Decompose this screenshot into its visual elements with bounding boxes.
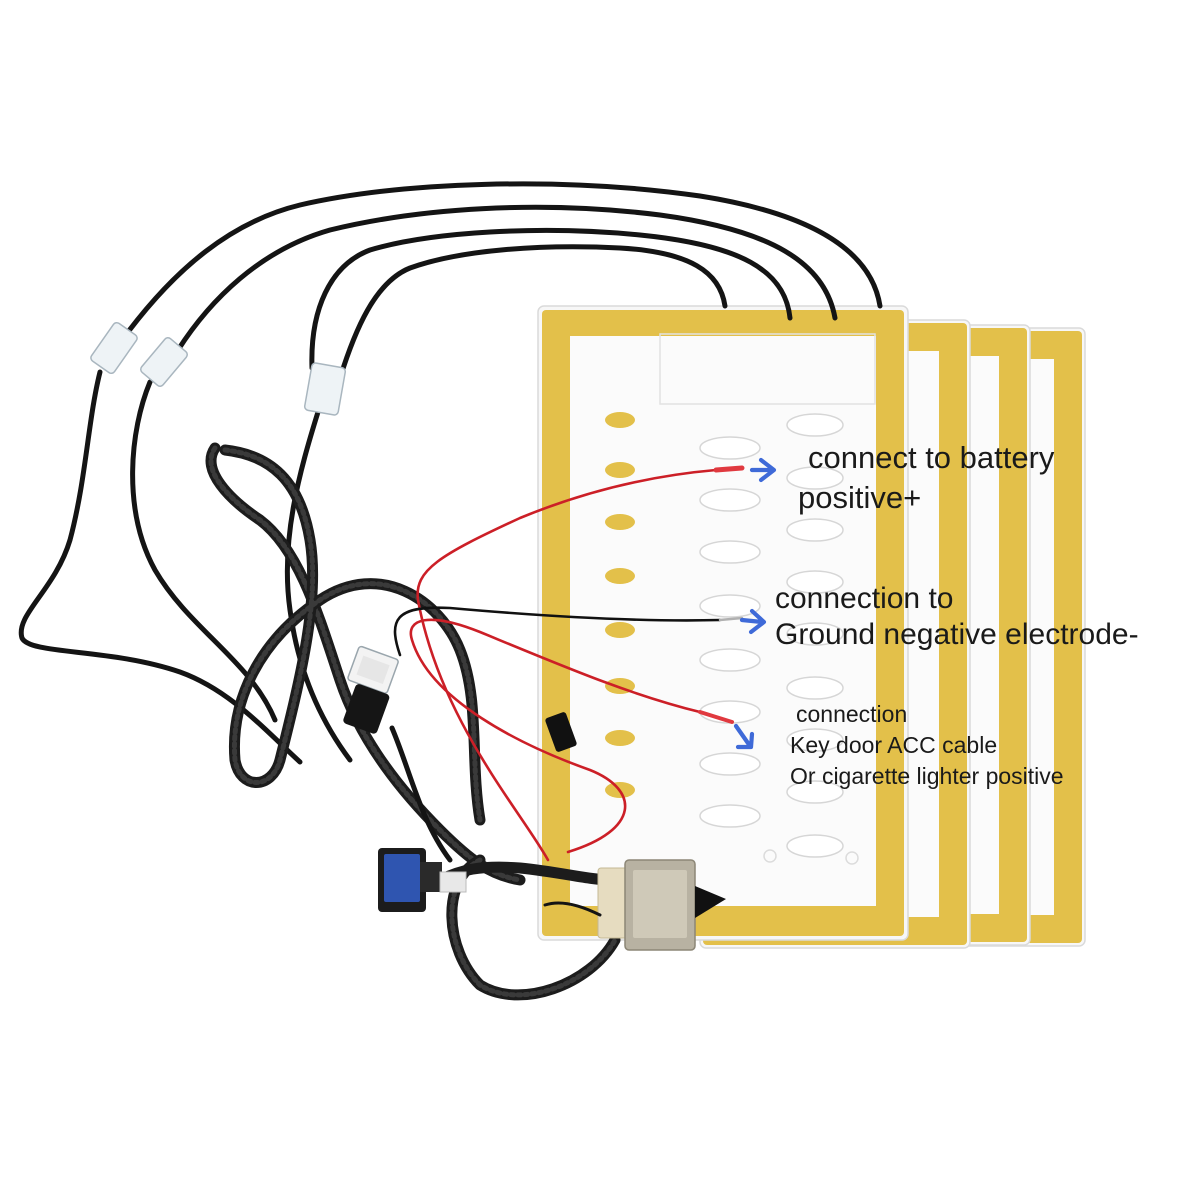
- lower-cable-3: [284, 409, 353, 763]
- fuse-holder: [545, 712, 577, 752]
- pad-vent-hole: [699, 594, 761, 618]
- arrow-right-icon: [749, 457, 777, 483]
- heating-pad-front: [537, 305, 909, 941]
- pad-vent-hole: [699, 648, 761, 672]
- acc-wire-tip: [698, 710, 734, 724]
- pad-vent-hole: [786, 676, 844, 700]
- pad-label-area: [659, 333, 876, 405]
- splice-connector-1: [90, 321, 138, 375]
- pad-yellow-slot: [605, 514, 635, 530]
- lead-cable-3: [309, 227, 793, 371]
- pad-vent-hole: [699, 488, 761, 512]
- lead-cable-2: [175, 204, 838, 353]
- ground-label-line-2: Ground negative electrode-: [775, 618, 1139, 651]
- controller-module: [597, 859, 726, 951]
- inline-connector: [343, 645, 399, 734]
- connector-cable: [389, 725, 453, 863]
- lower-cable-2: [130, 379, 278, 723]
- battery-label-line-2: positive+: [798, 480, 921, 515]
- acc-wire: [409, 618, 702, 854]
- splice-connector-3: [303, 362, 347, 416]
- ground-wire: [393, 606, 722, 657]
- pad-vent-hole: [786, 466, 844, 490]
- pad-small-hole: [845, 851, 859, 865]
- pad-yellow-slot: [605, 568, 635, 584]
- splice-connector-2: [140, 337, 188, 387]
- battery-wire-tip: [713, 465, 745, 473]
- pad-vent-hole: [699, 752, 761, 776]
- pad-yellow-slot: [605, 462, 635, 478]
- pad-vent-hole: [699, 804, 761, 828]
- mounting-tab: [695, 886, 726, 918]
- pad-vent-hole: [786, 413, 844, 437]
- acc-label-line-1: connection: [796, 701, 907, 727]
- module-cable: [543, 901, 602, 917]
- arrow-down-right-icon: [733, 723, 755, 750]
- pad-vent-hole: [699, 436, 761, 460]
- pad-vent-hole: [786, 570, 844, 594]
- lead-cable-4: [337, 244, 728, 381]
- pad-vent-hole: [786, 622, 844, 646]
- acc-label-line-3: Or cigarette lighter positive: [790, 763, 1064, 789]
- ground-label-line-1: connection to: [775, 582, 953, 615]
- battery-positive-wire: [416, 468, 718, 862]
- heater-switch: [378, 848, 467, 912]
- lead-cable-1: [125, 181, 883, 335]
- pad-vent-holes: [605, 412, 844, 858]
- lower-cable-1: [18, 369, 303, 765]
- battery-label-line-1: connect to battery: [808, 440, 1055, 475]
- pad-yellow-slot: [605, 622, 635, 638]
- pad-vent-hole: [786, 780, 844, 804]
- pad-vent-hole: [786, 834, 844, 858]
- pad-vent-hole: [699, 540, 761, 564]
- pad-yellow-slot: [605, 412, 635, 428]
- arrow-right-icon: [739, 608, 767, 635]
- pad-vent-hole: [786, 518, 844, 542]
- acc-label-line-2: Key door ACC cable: [790, 732, 997, 758]
- pad-yellow-slot: [605, 730, 635, 746]
- pad-vent-hole: [786, 728, 844, 752]
- pad-small-hole: [763, 849, 777, 863]
- ground-wire-tip: [718, 616, 744, 622]
